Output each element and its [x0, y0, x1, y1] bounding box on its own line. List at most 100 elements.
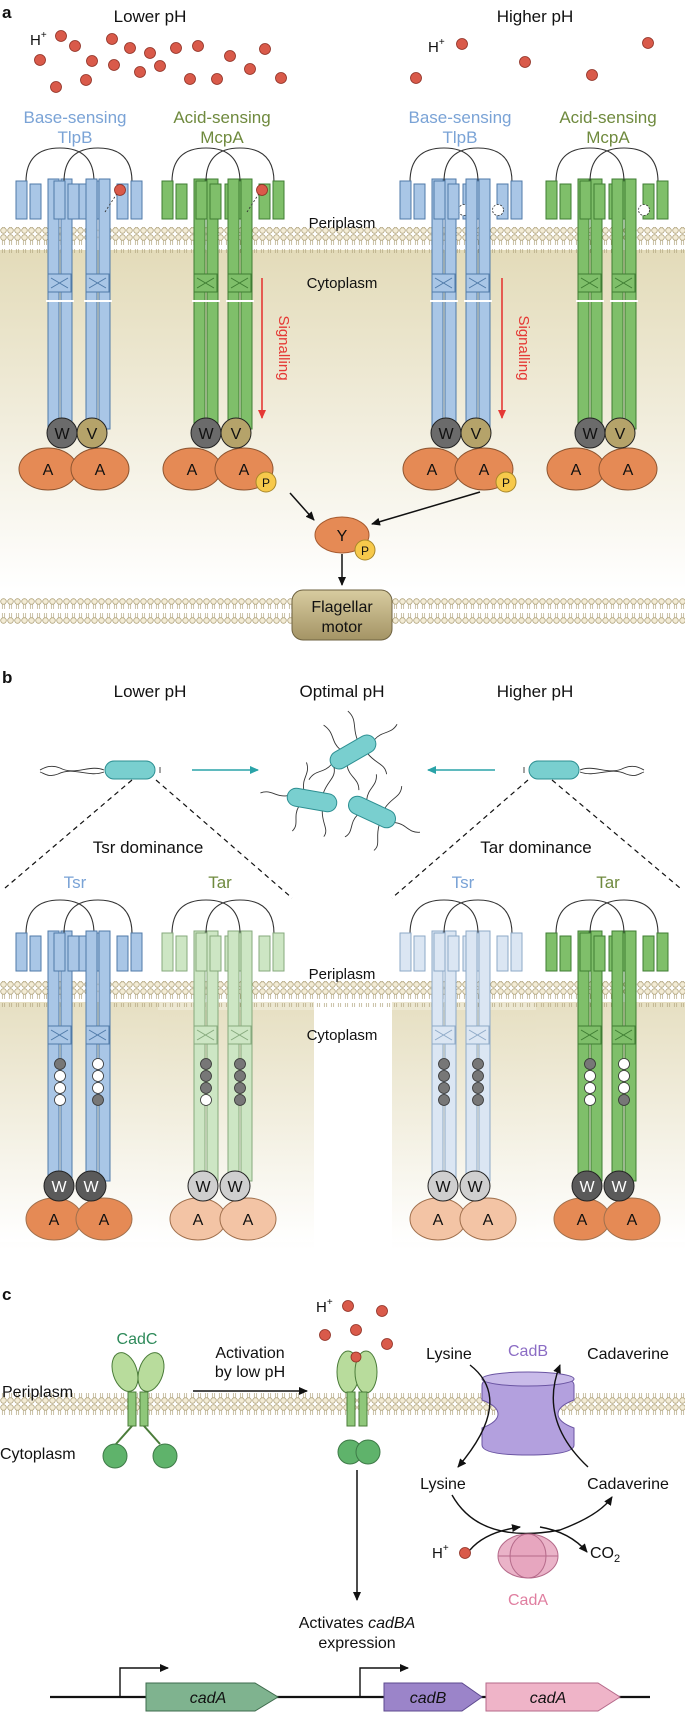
- cheW-label: W: [611, 1179, 627, 1196]
- tsr-label-left: Tsr: [64, 873, 87, 892]
- methylation-site: [584, 1094, 596, 1106]
- cheA-label: A: [433, 1212, 444, 1229]
- cadaverine-bottom-label: Cadaverine: [587, 1476, 669, 1493]
- gene-cadA-2: [485, 1682, 621, 1712]
- b-membrane: [0, 981, 685, 1007]
- base-sensing-label-right: Base-sensing: [408, 108, 511, 127]
- methylation-site: [472, 1058, 484, 1070]
- proton: [259, 43, 271, 55]
- proton: [456, 38, 468, 50]
- dash-right-1: [391, 779, 529, 899]
- receptor-a-8: [579, 147, 669, 430]
- promoter-arrow-2: [359, 1664, 409, 1697]
- proton-cloud: [34, 30, 654, 93]
- proton: [586, 69, 598, 81]
- tlpb-label-left: TlpB: [58, 128, 93, 147]
- proton: [410, 72, 422, 84]
- panel-a-label: a: [2, 3, 12, 22]
- cheW-label: W: [51, 1179, 67, 1196]
- cadaverine-transport-arrow: [552, 1364, 589, 1468]
- cadb-label: CadB: [508, 1343, 548, 1360]
- activates-label: Activates cadBA: [299, 1615, 416, 1632]
- expression-label: expression: [318, 1635, 395, 1652]
- methylation-site: [618, 1070, 630, 1082]
- cheW-label: W: [582, 426, 598, 443]
- cheY-arrow-right: [371, 491, 481, 526]
- bg-cell-3: [392, 1002, 536, 1242]
- methylation-site: [438, 1094, 450, 1106]
- b-lower-ph-label: Lower pH: [114, 682, 187, 701]
- gene-cadB: [383, 1682, 483, 1712]
- receptor-a-6: [433, 147, 523, 430]
- cada-enzyme: [497, 1533, 559, 1579]
- proton: [224, 50, 236, 62]
- proton: [124, 42, 136, 54]
- methylation-site: [54, 1058, 66, 1070]
- methylation-site: [472, 1070, 484, 1082]
- methylation-site: [234, 1058, 246, 1070]
- inner-membrane: [0, 227, 685, 253]
- proton: [55, 30, 67, 42]
- panel-c: c Periplasm Cytoplasm CadC Activation by…: [0, 1285, 685, 1712]
- methylation-site: [200, 1058, 212, 1070]
- cheW-label: W: [195, 1179, 211, 1196]
- cheY-arrow-left: [289, 492, 315, 521]
- proton: [192, 40, 204, 52]
- methylation-site: [618, 1058, 630, 1070]
- cheA-label: A: [571, 462, 582, 479]
- cada-label: CadA: [508, 1592, 548, 1609]
- panel-b: b Lower pH Optimal pH Higher pH Tsr domi…: [0, 668, 685, 1250]
- hplus-label-left: H+: [30, 30, 47, 49]
- tsr-dominance-label: Tsr dominance: [93, 838, 204, 857]
- b-periplasm-label: Periplasm: [309, 966, 376, 983]
- cheA-label: A: [49, 1212, 60, 1229]
- cheA-label: A: [43, 462, 54, 479]
- base-sensing-label-left: Base-sensing: [23, 108, 126, 127]
- cheA-label: A: [483, 1212, 494, 1229]
- methylation-site: [438, 1082, 450, 1094]
- bacterium-lower-ph: [39, 760, 161, 780]
- cheA-label: A: [187, 462, 198, 479]
- gene-cadB-label: cadB: [410, 1690, 447, 1707]
- receptor-b-4: [195, 899, 285, 1182]
- b-optimal-ph-label: Optimal pH: [299, 682, 384, 701]
- co2-out-arrow: [539, 1526, 588, 1553]
- receptor-b-6: [433, 899, 523, 1182]
- bacteria: [39, 710, 645, 851]
- panel-b-label: b: [2, 668, 12, 687]
- receptor-a-2: [53, 147, 143, 430]
- signalling-label-left: Signalling: [275, 315, 292, 380]
- proton: [342, 1300, 354, 1312]
- methylation-site: [234, 1070, 246, 1082]
- proton: [376, 1305, 388, 1317]
- proton: [34, 54, 46, 66]
- cheA-label: A: [99, 1212, 110, 1229]
- cheA-label: A: [479, 462, 490, 479]
- cheW-label: W: [198, 426, 214, 443]
- proton: [211, 73, 223, 85]
- activation-label-2: by low pH: [215, 1364, 285, 1381]
- proton: [275, 72, 287, 84]
- proton: [144, 47, 156, 59]
- methylation-site: [92, 1082, 104, 1094]
- tar-label-left: Tar: [208, 873, 232, 892]
- cheW-label: W: [435, 1179, 451, 1196]
- proton: [86, 55, 98, 67]
- cheY-label: Y: [337, 528, 348, 545]
- bacterium-optimal-2: [260, 762, 338, 837]
- signalling-label-right: Signalling: [515, 315, 532, 380]
- cheV-label: V: [615, 426, 626, 443]
- cheA-label: A: [95, 462, 106, 479]
- proton: [519, 56, 531, 68]
- proton: [154, 60, 166, 72]
- methylation-site: [584, 1070, 596, 1082]
- methylation-site: [92, 1070, 104, 1082]
- methylation-site: [54, 1094, 66, 1106]
- methylation-site: [234, 1094, 246, 1106]
- methylation-site: [92, 1058, 104, 1070]
